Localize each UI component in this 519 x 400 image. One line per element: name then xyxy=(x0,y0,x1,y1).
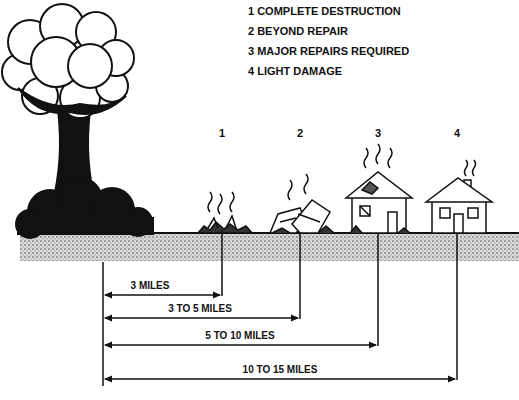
callout-number: 3 xyxy=(375,128,381,139)
distance-label: 3 MILES xyxy=(131,281,170,291)
damaged-house xyxy=(346,144,412,233)
callout-number: 4 xyxy=(454,128,460,139)
callout-number: 1 xyxy=(219,128,225,139)
key-entry: 3 MAJOR REPAIRS REQUIRED xyxy=(248,46,409,57)
intact-house xyxy=(426,160,492,233)
mushroom-cloud xyxy=(2,4,153,238)
key-entry: 4 LIGHT DAMAGE xyxy=(248,66,342,77)
ground-band xyxy=(20,233,519,261)
distance-label: 10 TO 15 MILES xyxy=(243,365,318,375)
distance-dimensions xyxy=(103,230,457,386)
distance-label: 3 TO 5 MILES xyxy=(168,304,232,314)
distance-label: 5 TO 10 MILES xyxy=(205,331,274,341)
key-entry: 1 COMPLETE DESTRUCTION xyxy=(248,6,401,17)
callout-number: 2 xyxy=(297,128,303,139)
collapsed-house xyxy=(270,174,334,233)
key-entry: 2 BEYOND REPAIR xyxy=(248,26,348,37)
rubble-complete-destruction xyxy=(198,192,252,233)
